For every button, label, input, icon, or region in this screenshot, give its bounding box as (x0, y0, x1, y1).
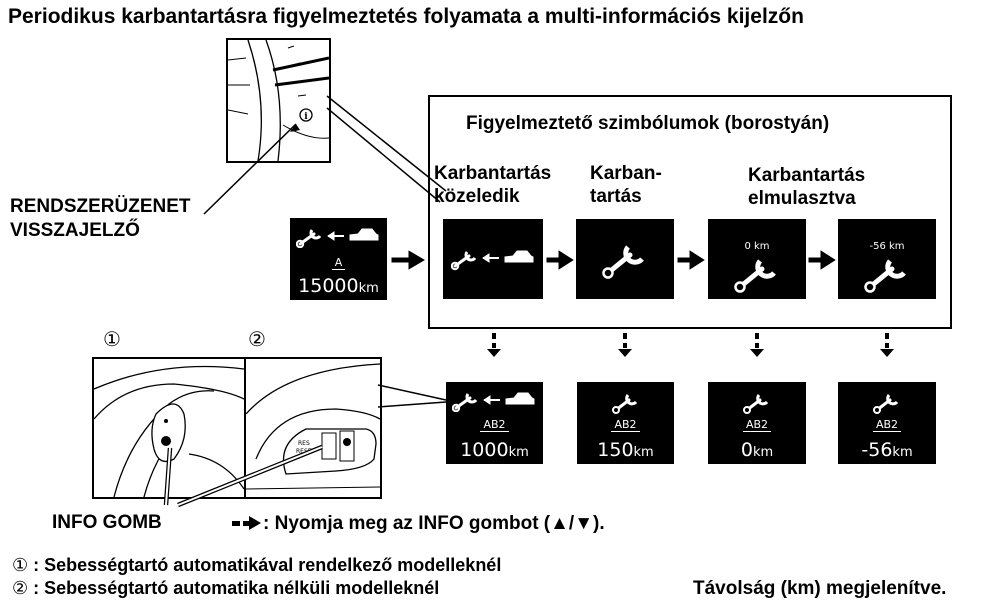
arrow-right-icon (677, 250, 705, 270)
distance-unit: km (892, 445, 913, 460)
display-start-screen: A 15000km (290, 218, 387, 300)
wrench-car-icon (451, 250, 534, 271)
stage-label-due-1: Karban- (590, 163, 662, 184)
dashed-arrow-down-icon (750, 333, 764, 357)
maintenance-code: A (331, 256, 346, 270)
page-title: Periodikus karbantartásra figyelmeztetés… (8, 5, 804, 28)
circle-marker-2: ② (248, 327, 266, 351)
indicator-label-2: VISSZAJELZŐ (10, 220, 140, 241)
warning-screen-overdue-0: 0 km (708, 219, 806, 299)
dashed-arrow-down-icon (487, 333, 501, 357)
svg-text:i: i (304, 112, 308, 122)
distance-unit: km (633, 445, 654, 460)
footnote-2-text: : Sebességtartó automatika nélküli model… (33, 578, 440, 598)
footnote-2-mark: ② (12, 578, 29, 599)
indicator-pointer-line (203, 123, 297, 215)
steering-wheel-illustration: RES RESET (246, 363, 380, 490)
maintenance-code: AB2 (611, 418, 640, 432)
wrench-car-icon (452, 392, 535, 412)
legend-arrow-icon (232, 516, 261, 530)
symbols-heading: Figyelmeztető szimbólumok (borostyán) (466, 113, 830, 134)
bottom-screen-minus56: AB2 -56km (838, 382, 936, 464)
indicator-label-1: RENDSZERÜZENET (10, 196, 191, 217)
maintenance-code: AB2 (742, 418, 772, 432)
wrench-icon (734, 259, 776, 293)
wrench-icon (873, 394, 899, 414)
callout-line (377, 401, 447, 408)
remaining-distance: 0 (740, 439, 753, 461)
info-button-label: INFO GOMB (52, 512, 162, 533)
bottom-screen-1000: AB2 1000km (446, 382, 543, 464)
footnote-1-text: : Sebességtartó automatikával rendelkező… (33, 555, 502, 575)
distance-unit: km (358, 281, 379, 296)
legend-text: : Nyomja meg az INFO gombot (▲/▼). (263, 513, 605, 534)
steering-inset-2: RES RESET (244, 357, 382, 499)
remaining-distance: -56 (861, 439, 893, 461)
footnote-2: ② : Sebességtartó automatika nélküli mod… (12, 578, 439, 599)
circle-marker-1: ① (103, 327, 121, 351)
arrow-right-icon (808, 250, 836, 270)
info-icon: i (299, 108, 313, 122)
wrench-car-icon (296, 228, 379, 248)
instrument-cluster-inset: i (226, 38, 331, 163)
distance-unit: km (752, 445, 774, 460)
overdue-value: -56 km (869, 241, 905, 252)
dashed-arrow-down-icon (618, 333, 632, 357)
bottom-screen-150: AB2 150km (577, 382, 674, 464)
footnote-1: ① : Sebességtartó automatikával rendelke… (12, 555, 501, 576)
stage-label-approaching-2: közeledik (434, 186, 520, 207)
callout-line (326, 107, 441, 203)
maintenance-code: AB2 (480, 418, 509, 432)
stage-label-approaching-1: Karbantartás (434, 163, 552, 184)
warning-screen-overdue-56: -56 km (838, 219, 936, 299)
bottom-screen-0: AB2 0km (708, 382, 806, 464)
steering-wheel-illustration (94, 365, 244, 497)
svg-text:RES: RES (298, 440, 310, 447)
dashed-arrow-down-icon (880, 333, 894, 357)
stage-label-due-2: tartás (590, 186, 642, 207)
wrench-icon (743, 394, 769, 414)
callout-line (377, 384, 447, 401)
overdue-value: 0 km (744, 241, 770, 252)
stage-label-overdue-2: elmulasztva (748, 188, 856, 209)
wrench-icon (612, 394, 638, 414)
remaining-distance: 150 (597, 439, 634, 461)
remaining-distance: 1000 (460, 439, 509, 461)
warning-screen-approaching (443, 219, 543, 299)
callout-line (326, 95, 447, 192)
distance-unit: km (508, 445, 529, 460)
arrow-right-icon (546, 250, 574, 270)
maintenance-code: AB2 (872, 418, 902, 432)
footnote-1-mark: ① (12, 555, 29, 576)
arrow-right-icon (391, 250, 425, 270)
distance-note: Távolság (km) megjelenítve. (693, 578, 947, 599)
remaining-distance: 15000 (298, 275, 359, 297)
wrench-icon (602, 245, 644, 279)
gauge-illustration: i (228, 40, 329, 161)
warning-screen-due (576, 219, 674, 299)
stage-label-overdue-1: Karbantartás (748, 165, 866, 186)
wrench-icon (864, 259, 906, 293)
